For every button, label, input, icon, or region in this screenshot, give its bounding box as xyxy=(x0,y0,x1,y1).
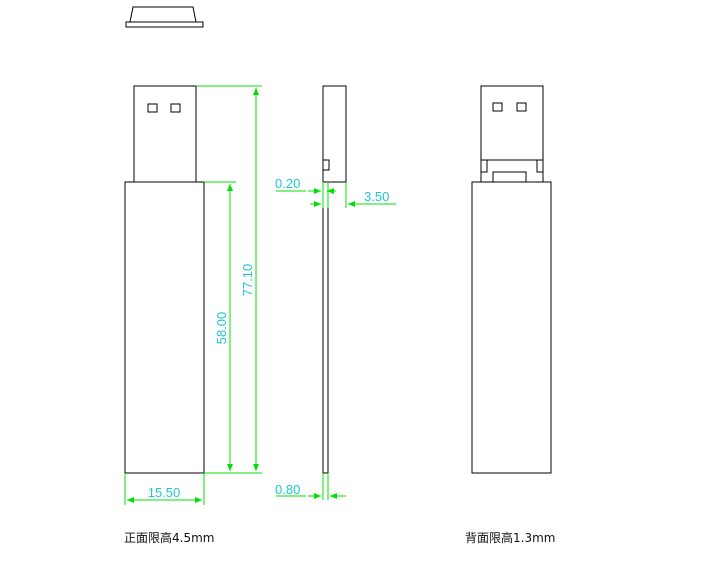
side-pcb xyxy=(322,181,329,474)
front-connector-hole-right xyxy=(170,103,181,113)
back-connector-hole-left xyxy=(492,102,503,112)
dim-connector-thickness: 3.50 xyxy=(364,189,389,204)
back-latch-left xyxy=(480,159,488,173)
front-connector-hole-left xyxy=(147,103,158,113)
end-view xyxy=(125,6,204,28)
dim-width: 15.50 xyxy=(148,485,181,500)
side-view xyxy=(322,85,347,474)
back-usb-connector xyxy=(480,85,544,183)
back-view xyxy=(471,85,552,474)
front-caption: 正面限高4.5mm xyxy=(124,531,215,545)
front-body xyxy=(124,181,205,474)
front-usb-connector xyxy=(133,85,197,183)
back-connector-hole-right xyxy=(516,102,527,112)
front-dimensions xyxy=(124,85,262,505)
back-body xyxy=(471,171,552,474)
front-view xyxy=(124,85,205,474)
dim-pcb-thickness: 0.80 xyxy=(275,482,300,497)
back-latch-right xyxy=(536,159,544,173)
back-caption: 背面限高1.3mm xyxy=(465,531,556,545)
dim-top-offset: 0.20 xyxy=(275,176,300,191)
side-connector-tab xyxy=(322,159,330,171)
dim-body-length: 58.00 xyxy=(214,312,229,345)
side-connector xyxy=(322,85,347,183)
side-dimensions xyxy=(276,182,396,500)
dim-total-length: 77.10 xyxy=(240,264,255,297)
